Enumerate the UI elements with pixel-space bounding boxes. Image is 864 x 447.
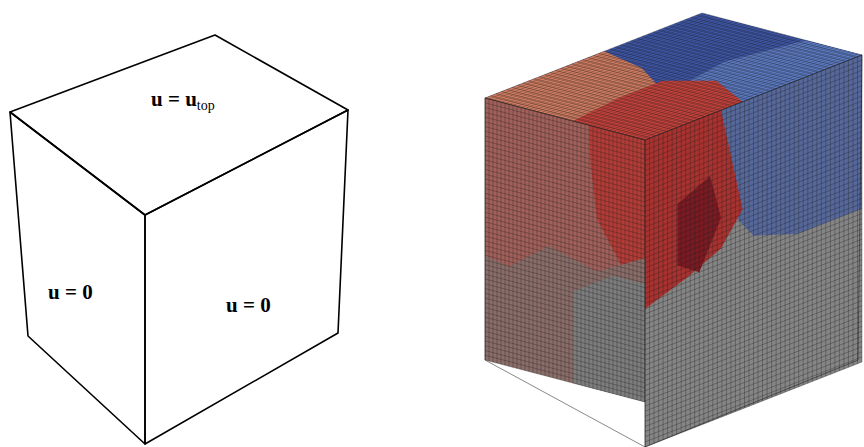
boundary-condition: u = 0 <box>226 293 271 318</box>
mesh-lines <box>485 98 645 402</box>
boundary-condition: u = 0 <box>48 280 93 305</box>
grain-region <box>645 55 862 447</box>
condition-text: u = u <box>151 87 197 111</box>
mesh-lines <box>645 55 862 447</box>
boundary-condition: u = utop <box>151 87 215 114</box>
grain-region <box>485 98 645 402</box>
cube-edges <box>485 55 862 447</box>
condition-subscript: top <box>197 98 215 113</box>
